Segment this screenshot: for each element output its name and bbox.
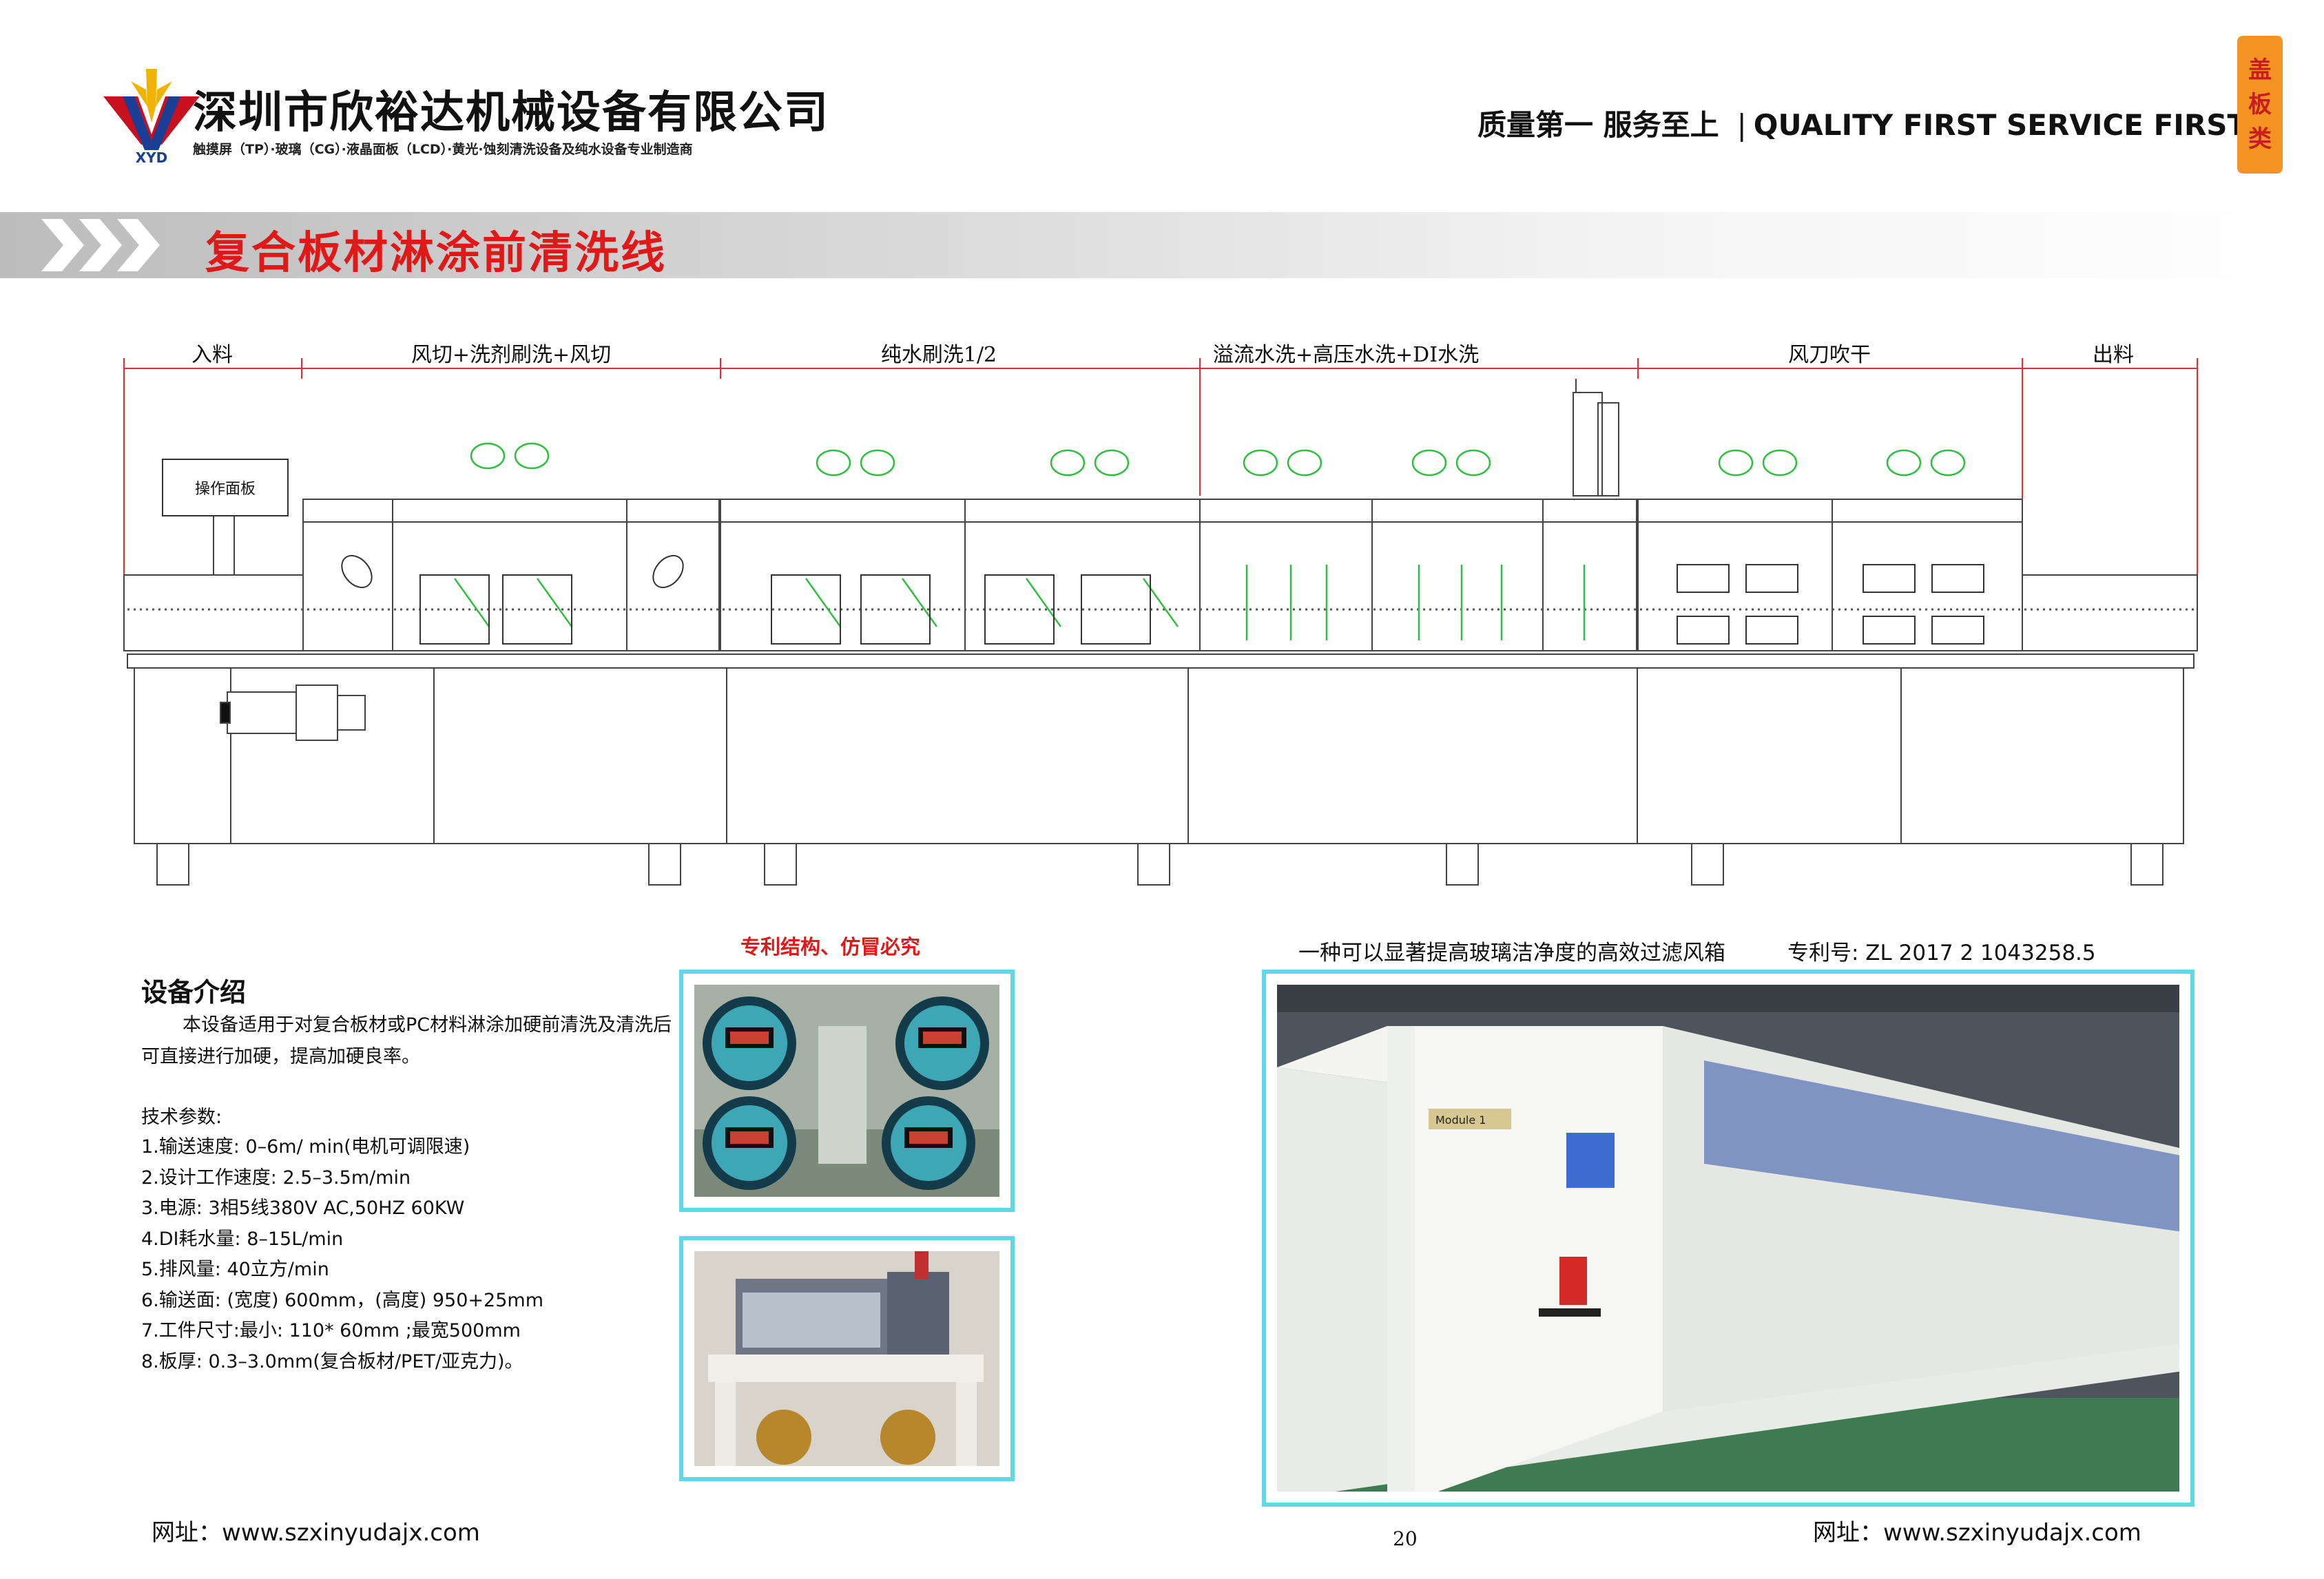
slogan-en: QUALITY FIRST SERVICE FIRST <box>1753 108 2248 142</box>
photo-machine: Module 1 <box>1277 985 2179 1492</box>
param-item: 3.电源: 3相5线380V AC,50HZ 60KW <box>141 1198 465 1219</box>
slogan-separator: | <box>1736 108 1747 142</box>
photo-meters <box>694 985 999 1197</box>
param-item: 8.板厚: 0.3–3.0mm(复合板材/PET/亚克力)。 <box>141 1350 523 1372</box>
cleaning-line-diagram: 入料 风切+洗剂刷洗+风切 纯水刷洗1/2 溢流水洗+高压水洗+DI水洗 风刀吹… <box>117 337 2204 902</box>
chevron-arrows-icon <box>41 219 160 271</box>
category-char-3: 类 <box>2248 125 2272 153</box>
slogan-cn: 质量第一 服务至上 <box>1477 108 1719 142</box>
logo-text: XYD <box>136 149 168 165</box>
section-label-air-knife: 风刀吹干 <box>1788 343 1871 367</box>
patent-number: 专利号: ZL 2017 2 1043258.5 <box>1787 941 2096 965</box>
photo-caption: 一种可以显著提高玻璃洁净度的高效过滤风箱 专利号: ZL 2017 2 10432… <box>1298 935 2096 966</box>
photo-filter-box <box>694 1251 999 1466</box>
patent-warning: 专利结构、仿冒必究 <box>740 935 921 959</box>
control-panel-label: 操作面板 <box>162 459 289 516</box>
company-business: 触摸屏（TP）·玻璃（CG）·液晶面板（LCD）·黄光·蚀刻清洗设备及纯水设备专… <box>193 142 693 157</box>
params-heading: 技术参数: <box>141 1107 222 1128</box>
photo-meters-frame <box>679 970 1015 1212</box>
intro-paragraph: 本设备适用于对复合板材或PC材料淋涂加硬前清洗及清洗后可直接进行加硬，提高加硬良… <box>141 1014 672 1067</box>
page-title: 复合板材淋涂前清洗线 <box>205 228 667 279</box>
photo-filter-box-frame <box>679 1236 1015 1481</box>
title-bar <box>0 212 2324 278</box>
meters-illustration <box>694 985 999 1197</box>
category-char-1: 盖 <box>2248 56 2272 84</box>
section-label-rinse: 溢流水洗+高压水洗+DI水洗 <box>1212 343 1480 367</box>
page-number: 20 <box>1393 1527 1418 1550</box>
intro-heading: 设备介绍 <box>141 977 247 1007</box>
filter-box-illustration <box>694 1251 999 1466</box>
footer-url-left[interactable]: 网址：www.szxinyudajx.com <box>152 1519 480 1547</box>
category-char-2: 板 <box>2248 91 2272 118</box>
footer-url-right[interactable]: 网址：www.szxinyudajx.com <box>1813 1519 2141 1547</box>
section-label-infeed: 入料 <box>191 343 233 367</box>
machine-drawing <box>123 358 2198 886</box>
company-logo: XYD <box>103 69 200 166</box>
param-item: 5.排风量: 40立方/min <box>141 1259 329 1280</box>
section-label-detergent: 风切+洗剂刷洗+风切 <box>411 343 612 367</box>
machine-illustration: Module 1 <box>1277 985 2179 1492</box>
section-label-pure-water: 纯水刷洗1/2 <box>880 343 997 367</box>
params-list: 1.输送速度: 0–6m/ min(电机可调限速) 2.设计工作速度: 2.5–… <box>141 1132 543 1377</box>
section-label-outfeed: 出料 <box>2093 343 2134 367</box>
param-item: 6.输送面: (宽度) 600mm，(高度) 950+25mm <box>141 1289 543 1311</box>
category-tag: 盖 板 类 <box>2237 36 2283 174</box>
company-name: 深圳市欣裕达机械设备有限公司 <box>193 87 829 138</box>
slogan: 质量第一 服务至上 |QUALITY FIRST SERVICE FIRST <box>1477 102 2247 144</box>
module-label: Module 1 <box>1435 1113 1486 1127</box>
photo-machine-frame: Module 1 <box>1262 970 2195 1507</box>
param-item: 7.工件尺寸:最小: 110* 60mm ;最宽500mm <box>141 1320 521 1341</box>
param-item: 2.设计工作速度: 2.5–3.5m/min <box>141 1167 411 1189</box>
param-item: 4.DI耗水量: 8–15L/min <box>141 1228 344 1250</box>
caption-text: 一种可以显著提高玻璃洁净度的高效过滤风箱 <box>1298 941 1725 965</box>
param-item: 1.输送速度: 0–6m/ min(电机可调限速) <box>141 1136 470 1158</box>
